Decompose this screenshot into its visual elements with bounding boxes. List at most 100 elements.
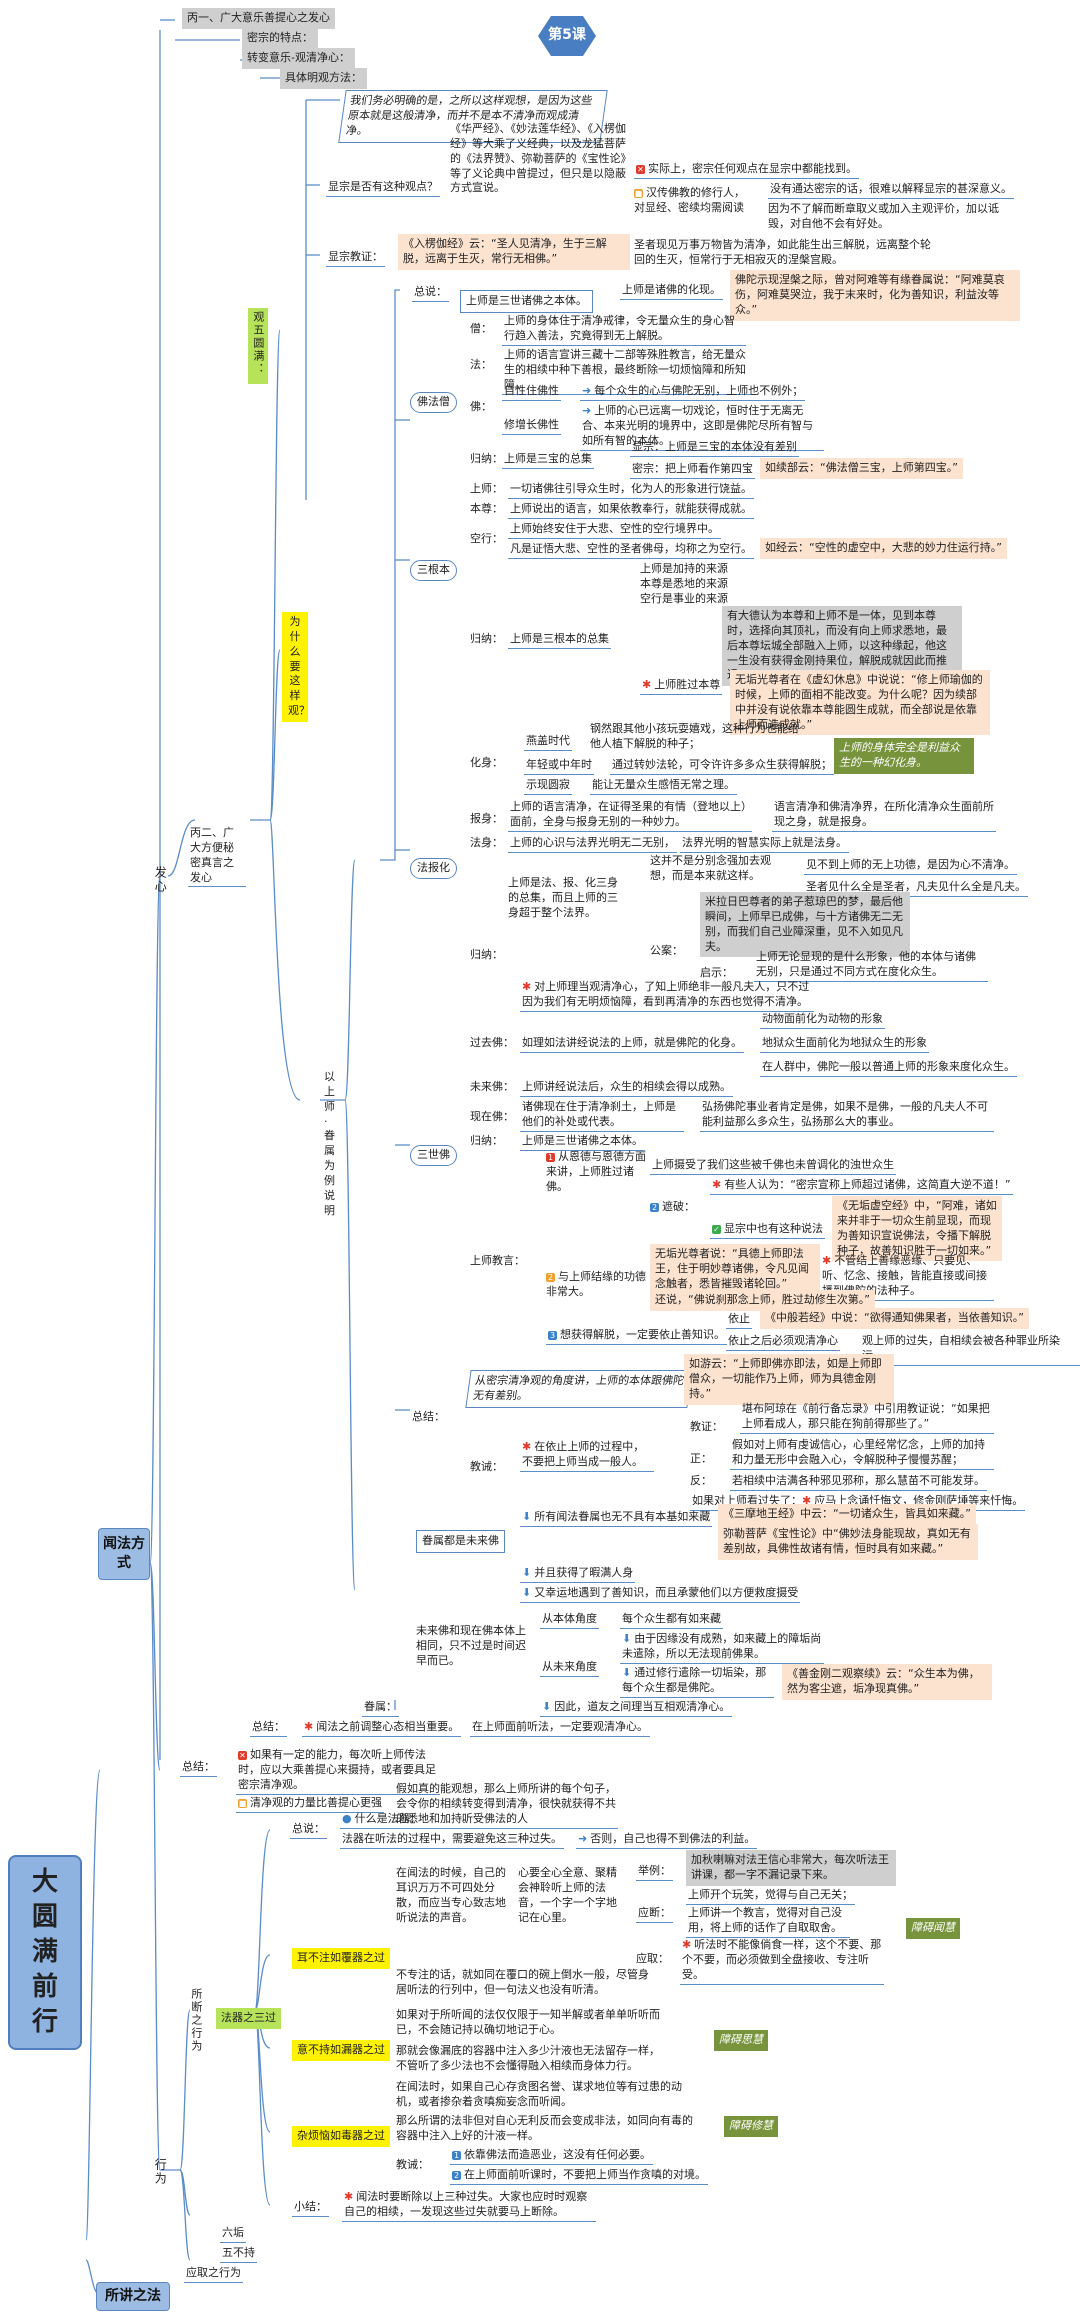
- sg3-label: 空行：: [470, 532, 503, 545]
- fo-label: 佛：: [470, 400, 492, 413]
- why-q1: 显宗是否有这种观点？: [326, 180, 440, 197]
- act-eg-text: 加秋喇嘛对法王信心非常大，每次听法王讲课，都一字不漏记录下来。: [686, 1850, 896, 1886]
- j1b: ✱有些人认为：“密宗宣称上师超过诸佛，这简直大逆不道！”: [710, 1178, 1013, 1195]
- shu-a: ⬇所有闻法眷属也无不具有本基如来藏: [520, 1510, 713, 1527]
- example-node: 以上师·眷属为例说明: [324, 1070, 340, 1218]
- gonga-label: 公案：: [650, 944, 683, 957]
- star-icon: ✱: [682, 1938, 692, 1951]
- act-g1: 耳不注如覆器之过: [292, 1948, 390, 1969]
- hua-note: 上师的身体完全是利益众生的一种幻化身。: [834, 738, 974, 774]
- act-suoduan: 所断之行为: [188, 1988, 203, 2058]
- star-icon: ✱: [712, 1178, 722, 1191]
- act-xj-t-text: 闻法时要断除以上三种过失。大家也应时时观察自己的相续，一发现这些过失就要马上断除…: [344, 2190, 588, 2218]
- root-label: 大圆满前行: [31, 1867, 58, 2038]
- hexagon-icon: [538, 16, 596, 56]
- j2b: ✱不管结上善缘恶缘、只要见、听、忆念、接触，皆能直接或间接播到佛陀的法种子。: [820, 1254, 994, 1301]
- fashen-label: 法身：: [470, 836, 503, 849]
- example-label: 以上师·眷属为例说明: [324, 1070, 335, 1217]
- act-g3b: 那么所谓的法非但对自心无利反而会变成非法，如同向有毒的容器中注入上好的汁液一样。: [396, 2114, 693, 2142]
- sg1-label: 上师：: [470, 482, 503, 495]
- bao-label: 报身：: [470, 812, 503, 825]
- fo-b: 修增长佛性: [502, 418, 561, 435]
- gui2-label: 归纳：: [470, 948, 503, 961]
- five-perfections-label: 观五圆满：: [251, 311, 265, 376]
- shu2a: 从本体角度: [540, 1612, 599, 1629]
- arrow-icon: ➜: [582, 384, 592, 397]
- arrow-icon: ⬇: [622, 1632, 632, 1645]
- gui2-f: ✱对上师理当观清净心，了知上师绝非一般凡夫人，只不过因为我们有无明烦恼障，看到再…: [520, 980, 814, 1012]
- why-q1-r2b: 因为不了解而断章取义或加入主观评价，加以诋毁，对自他不会有好处。: [768, 202, 999, 230]
- act-g1b2: 不专注的话，就如同在覆口的碗上倒水一般，尽管身居听法的行列中，但一句法义也没有听…: [396, 1968, 649, 1996]
- xian2-text: 诸佛现在住于清净刹土，上师是他们的补处或代表。: [520, 1100, 684, 1132]
- act-xj: 小结：: [292, 2200, 329, 2217]
- jy-text: 堪布阿琼在《前行备忘录》中引用教证说：“如果把上师看成人，那只能在狗前得那些了。…: [740, 1402, 994, 1434]
- fo-a: 自性住佛性: [502, 384, 561, 401]
- act-zs-q: ●什么是法器：: [340, 1812, 423, 1829]
- orange-marker-icon: ■: [238, 1798, 247, 1808]
- root-node: 大圆满前行: [8, 1855, 82, 2051]
- node-mind: 发心: [152, 866, 168, 899]
- shu2a1: 每个众生都有如来藏: [620, 1612, 723, 1629]
- wei-text: 上师讲经说法后，众生的相续会得以成熟。: [520, 1080, 733, 1097]
- shu-c: ⬇又幸运地遇到了善知识，而且承蒙他们以方便救度摄受: [520, 1586, 801, 1603]
- mind-zj-label: 总结：: [250, 1720, 287, 1737]
- why-q1-r2-text: 汉传佛教的修行人，对显经、密续均需阅读: [634, 186, 745, 214]
- gui3-label: 归纳：: [470, 1134, 503, 1147]
- node-three-roots: 三根本: [410, 560, 457, 581]
- fo-b2: ➜上师的心已远离一切戏论，恒时住于无离无合、本来光明的境界中，这即是佛陀尽所有智…: [580, 404, 824, 451]
- act-g2a: 如果对于所听闻的法仅仅限于一知半解或者单单听听而已，不会随记持以确切地记于心。: [396, 2008, 660, 2036]
- fashen-text2: 法界光明的智慧实际上就是法身。: [680, 836, 849, 853]
- gui2-a: 上师是法、报、化三身的总集，而且上师的三身超于整个法界。: [508, 876, 618, 919]
- star-icon: ✱: [344, 2190, 354, 2203]
- arrow-icon: ⬇: [542, 1700, 552, 1713]
- qishi-label: 启示：: [700, 966, 733, 979]
- act-liugou: 六垢: [220, 2226, 246, 2243]
- act-jie1-text: 依靠佛法而造恶业，这没有任何必要。: [464, 2148, 651, 2161]
- zj-quote: 如游云：“上师即佛亦即法，如是上师即僧众，一切能作乃上师，师为具德金刚持。”: [684, 1354, 894, 1405]
- act-wubuchi: 五不持: [220, 2246, 257, 2263]
- why-q1-r2: ■汉传佛教的修行人，对显经、密续均需阅读: [634, 186, 746, 216]
- qishi-text: 上师无论显现的是什么形象，他的本体与诸佛无别，只是通过不同方式在度化众生。: [754, 950, 988, 982]
- fo-a2-text: 每个众生的心与佛陀无别，上师也不例外；: [594, 384, 804, 397]
- act-g1a: 在闻法的时候，自己的耳识万万不可四处分散，而应当专心致志地听说法的声音。: [396, 1866, 506, 1924]
- star-icon: ✱: [642, 678, 652, 691]
- teach-label: 所讲之法: [105, 2288, 161, 2304]
- gui2-c: 见不到上师的无上功德，是因为心不清净。: [804, 858, 1017, 875]
- j1a: 上师摄受了我们这些被千佛也未曾调化的浊世众生: [650, 1158, 896, 1175]
- top-section-1: 密宗的特点：: [242, 28, 318, 49]
- act-ying1: 上师开个玩笑，觉得与自己无关；: [686, 1888, 855, 1905]
- red-marker-icon: 1: [546, 1152, 555, 1162]
- act-yq-t-text: 听法时不能像倘食一样，这个不要、那个不要，而必须做到全盘接收、专注听受。: [682, 1938, 882, 1981]
- j1d-text: 显宗中也有这种说法: [724, 1222, 823, 1235]
- j2a: 无垢光尊者说：“具德上师即法王，住于明妙尊诸佛，令凡见闻念触者，悉皆摧毁诸轮回。…: [650, 1244, 820, 1295]
- top-section-3: 具体明观方法：: [280, 68, 367, 89]
- fo-a2: ➜每个众生的心与佛陀无别，上师也不例外；: [580, 384, 806, 401]
- shu2b1: ⬇由于因缘没有成熟，如来藏上的障垢尚未遣除，所以无法现前佛果。: [620, 1632, 824, 1664]
- arrow-icon: ⬇: [622, 1666, 632, 1679]
- guo-text: 如理如法讲经说法的上师，就是佛陀的化身。: [520, 1036, 744, 1053]
- j1-text: 从恩德与恩德方面来讲，上师胜过诸佛。: [546, 1150, 646, 1193]
- gui3-text: 上师是三世诸佛之本体。: [520, 1134, 645, 1151]
- shu-a-text: 所有闻法眷属也无不具有本基如来藏: [534, 1510, 711, 1523]
- why-q2-text: 圣者现见万事万物皆为清净，如此能生出三解脱，远离整个轮回的生灭，恒常行于无相寂灭…: [634, 238, 931, 266]
- j2b-text: 不管结上善缘恶缘、只要见、听、忆念、接触，皆能直接或间接播到佛陀的法种子。: [822, 1254, 987, 1297]
- shu2b: 从未来角度: [540, 1660, 599, 1677]
- star-icon: ✱: [522, 1440, 532, 1453]
- guo-b: 地狱众生面前化为地狱众生的形象: [760, 1036, 929, 1053]
- act-eg: 举例：: [636, 1864, 673, 1881]
- act-g2: 意不持如漏器之过: [292, 2040, 390, 2061]
- node-three-times: 三世佛: [410, 1145, 457, 1166]
- gui-mi-quote: 如续部云：“佛法僧三宝，上师第四宝。”: [760, 458, 963, 479]
- node-overall-conclusion: 总结：: [180, 1760, 217, 1777]
- fan-text: 若相续中洁满各种邪见邪称，那么慧苗不可能发芽。: [730, 1474, 987, 1491]
- hua2b: 通过转妙法轮，可令许许多多众生获得解脱；: [610, 758, 834, 775]
- gui-xian: 显宗：上师是三宝的本体没有差别: [630, 440, 799, 457]
- star-icon: ✱: [522, 980, 532, 993]
- top-section-0: 丙一、广大意乐善提心之发心: [182, 8, 335, 29]
- act-zs-q-text: 什么是法器：: [354, 1812, 421, 1825]
- j3-text: 想获得解脱，一定要依止善知识。: [560, 1328, 725, 1341]
- act-suoduan-label: 所断之行为: [189, 1988, 203, 2053]
